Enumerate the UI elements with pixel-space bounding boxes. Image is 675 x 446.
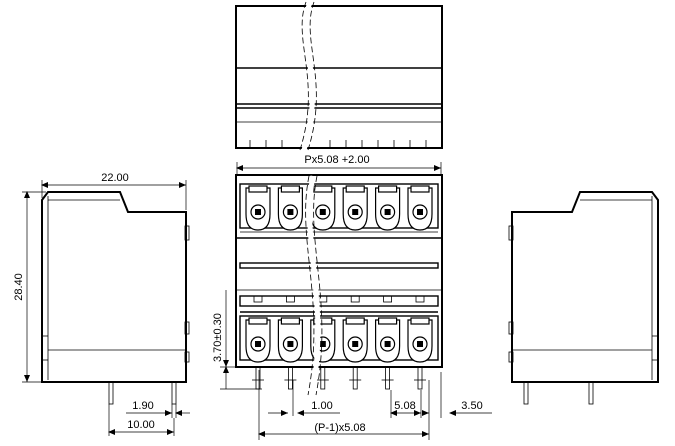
terminal-1 <box>245 317 271 363</box>
dimension-pitch-total: Px5.08 +2.00 <box>236 153 442 175</box>
pitch-total-label: Px5.08 +2.00 <box>304 154 369 166</box>
latch-slot <box>285 295 295 303</box>
dimension-width-total: 22.00 <box>41 172 187 210</box>
screw-slot <box>384 341 391 347</box>
terminal-1 <box>245 185 271 231</box>
terminal-top <box>410 317 430 325</box>
latch-slot <box>383 295 393 303</box>
screw-slot <box>255 209 261 215</box>
lower-terminal-row <box>239 315 439 361</box>
latch-slot <box>318 295 328 303</box>
right-side-view <box>508 191 659 405</box>
terminal-top <box>313 185 333 193</box>
pin-offset-label: 1.90 <box>132 400 153 412</box>
terminal-top <box>345 317 365 325</box>
left-side-view <box>41 191 190 405</box>
terminal-5 <box>375 185 401 231</box>
screw-slot <box>417 209 423 215</box>
terminal-4 <box>342 185 368 231</box>
dimension-height-total: 28.40 <box>13 191 46 383</box>
pitch-count-label: (P-1)x5.08 <box>314 422 365 434</box>
terminal-top <box>280 185 300 193</box>
top-view-ribs <box>249 140 427 148</box>
terminal-top <box>280 317 300 325</box>
terminal-6 <box>407 185 433 231</box>
edge-margin-label: 3.50 <box>461 400 482 412</box>
pin-width-label: 1.00 <box>311 400 332 412</box>
latch-slot <box>350 295 360 303</box>
screw-slot <box>287 209 294 215</box>
screw-slot <box>417 341 423 347</box>
dimension-pin-width: 1.00 <box>258 370 340 440</box>
terminal-top <box>378 317 398 325</box>
upper-terminal-row <box>236 183 442 239</box>
dimension-pin-offset: 1.90 <box>126 400 190 418</box>
terminal-3 <box>310 185 336 231</box>
terminal-2 <box>277 185 303 231</box>
terminal-top <box>248 185 268 193</box>
middle-latch <box>239 262 439 269</box>
break-line-front <box>307 175 321 396</box>
dimension-edge-margin: 3.50 <box>422 372 492 440</box>
dimension-pin-spacing-side: 10.00 <box>108 404 175 436</box>
terminal-5 <box>375 317 401 363</box>
terminal-top <box>410 185 430 193</box>
pin <box>320 366 326 390</box>
right-view-pins <box>523 381 594 405</box>
top-view <box>235 1 443 151</box>
latch-slot <box>415 295 425 303</box>
pin-height-label: 3.70±0.30 <box>212 313 224 362</box>
screw-slot <box>384 209 391 215</box>
screw-slot <box>319 341 326 347</box>
screw-slot <box>287 341 294 347</box>
terminal-top <box>248 317 268 325</box>
pin <box>417 366 423 390</box>
latch-slot <box>253 295 263 303</box>
pin-spacing-side-label: 10.00 <box>127 419 155 431</box>
dimension-pitch: 5.08 <box>390 390 422 418</box>
dimension-pitch-count: (P-1)x5.08 <box>258 421 429 437</box>
width-total-label: 22.00 <box>101 172 129 184</box>
terminal-6 <box>407 317 433 363</box>
screw-slot <box>352 209 359 215</box>
terminal-2 <box>277 317 303 363</box>
terminal-top <box>345 185 365 193</box>
pin <box>352 366 358 390</box>
height-total-label: 28.40 <box>13 273 25 301</box>
terminal-top <box>378 185 398 193</box>
terminal-4 <box>342 317 368 363</box>
pin <box>287 366 293 390</box>
pin <box>255 366 261 390</box>
screw-slot <box>319 209 326 215</box>
dimension-pin-height: 3.70±0.30 <box>212 290 262 390</box>
left-view-pins <box>108 381 177 405</box>
pitch-label: 5.08 <box>394 400 415 412</box>
terminal-3 <box>310 317 336 363</box>
screw-slot <box>255 341 261 347</box>
front-view <box>235 174 443 396</box>
screw-slot <box>352 341 359 347</box>
lower-latch-row <box>239 295 439 313</box>
break-line-top <box>301 1 315 151</box>
pin <box>385 366 391 390</box>
